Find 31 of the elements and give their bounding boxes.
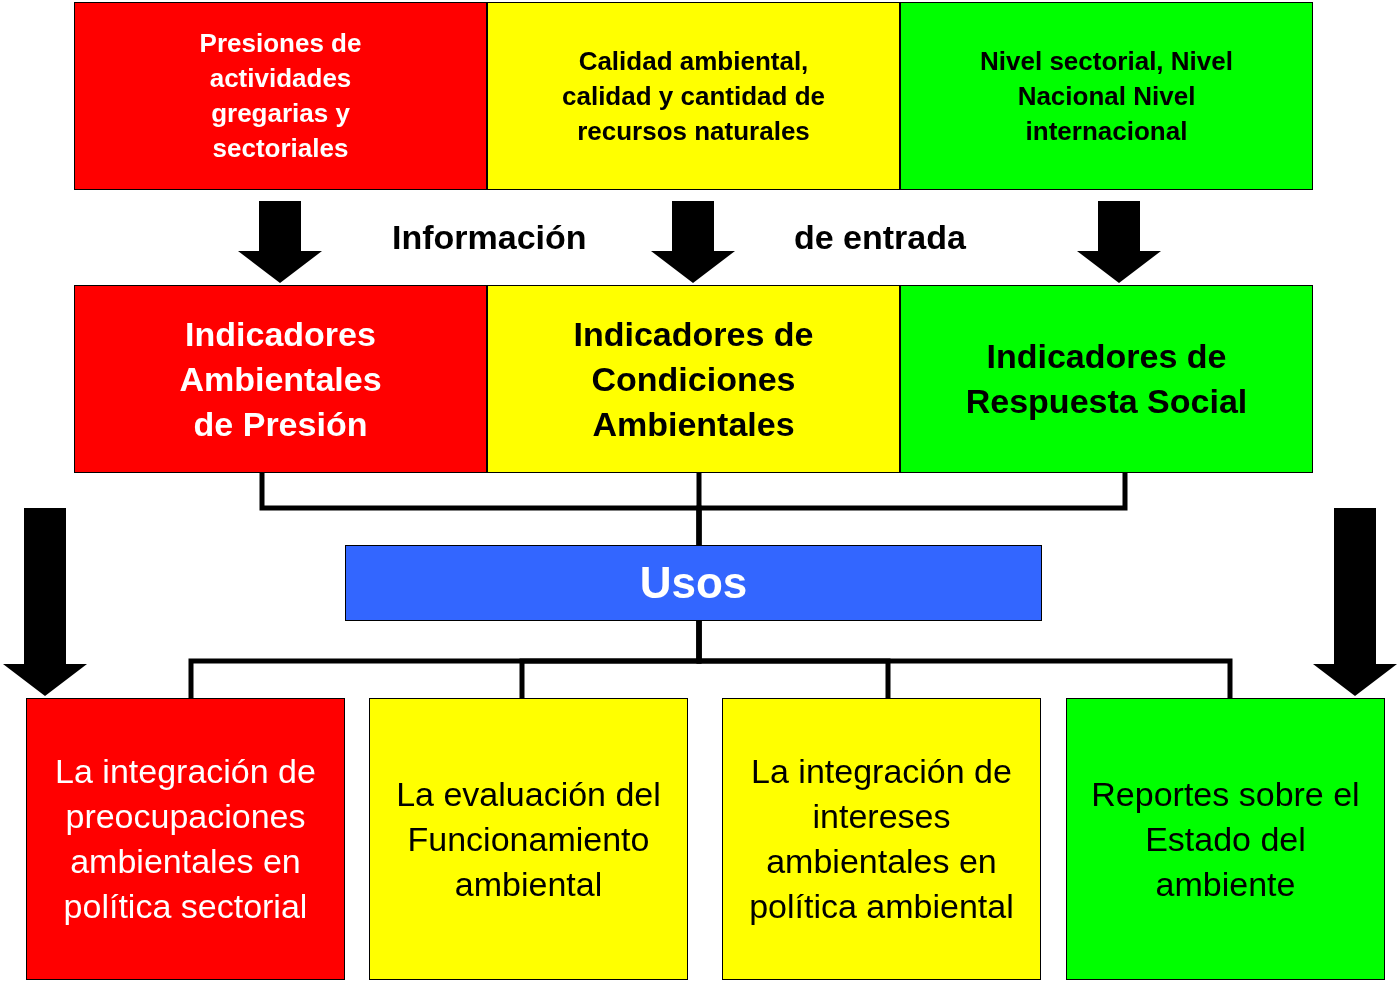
box-text: Nivel sectorial, Nivel Nacional Nivel internacional [979,44,1234,148]
indicator-box [900,2,1313,190]
box-text: Calidad ambiental, calidad y cantidad de recursos naturales [561,44,826,148]
connector-line [696,621,1233,698]
indicator-box [369,698,688,980]
block-arrow [1313,508,1397,696]
box-text: La integración de preocupaciones ambientales en política sectorial [54,751,317,927]
flow-label: de entrada [794,217,966,258]
box-text: La integración de intereses ambientales en política ambiental [748,751,1015,927]
box-text: Presiones de actividades gregarias y sectoriales [198,27,363,165]
indicator-box [74,2,487,190]
indicator-box [74,285,487,473]
box-text: La evaluación del Funcionamiento ambiental [395,773,662,905]
block-arrow [651,201,735,283]
indicator-box [487,2,900,190]
block-arrow [1077,201,1161,283]
indicator-box [900,285,1313,473]
uses-bar [345,545,1042,621]
box-text: Indicadores de Respuesta Social [964,336,1249,422]
box-text: Usos [639,557,748,609]
block-arrow [3,508,87,696]
indicator-box [722,698,1041,980]
indicator-box [487,285,900,473]
box-text: Indicadores de Condiciones Ambientales [572,313,815,445]
box-text: Reportes sobre el Estado del ambiente [1090,773,1361,905]
indicator-box [1066,698,1385,980]
indicator-box [26,698,345,980]
box-text: Indicadores Ambientales de Presión [178,313,383,445]
connector-line [696,473,1128,545]
flow-label: Información [392,217,587,258]
block-arrow [238,201,322,283]
